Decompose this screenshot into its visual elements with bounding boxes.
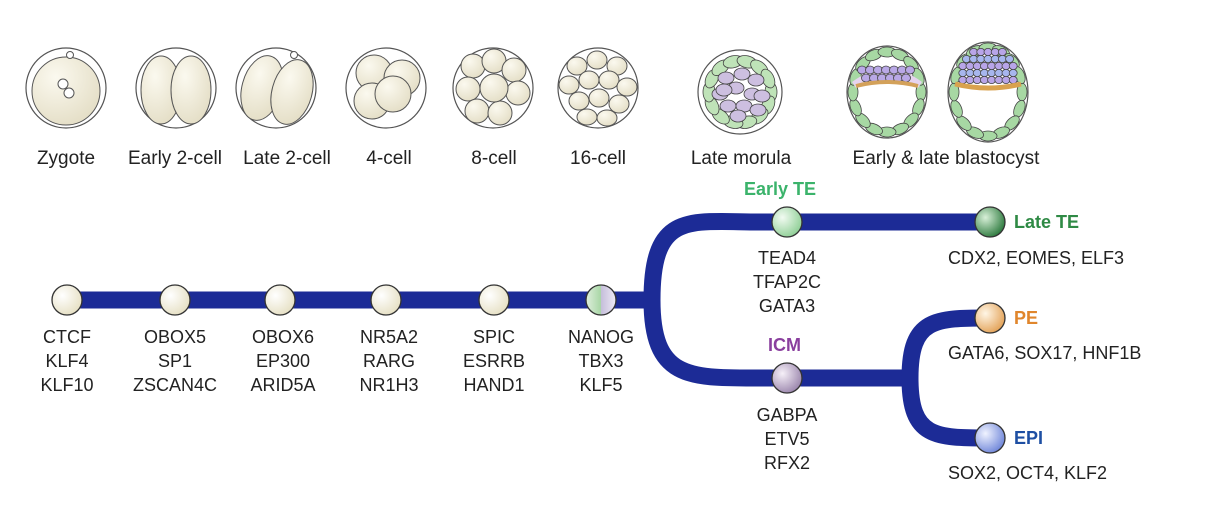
genes-icm: GABPA ETV5 RFX2 [757, 403, 818, 475]
4-cell-illustration [345, 47, 427, 129]
lineage-label-pe: PE [1014, 308, 1039, 328]
node-8-cell [478, 284, 510, 316]
gene-label: ETV5 [764, 429, 810, 449]
stage-label-late-2-cell: Late 2-cell [243, 148, 331, 169]
cell-shape [719, 99, 737, 113]
8-cell-illustration [452, 47, 534, 129]
cell-shape [715, 83, 733, 97]
genes-8-cell: SPIC ESRRB HAND1 [463, 325, 525, 397]
cell-shape [1005, 55, 1014, 64]
cell-shape [905, 65, 915, 75]
gene-label: EP300 [255, 351, 311, 371]
genes-zygote: CTCF KLF4 KLF10 [40, 325, 93, 397]
genes-pe: GATA6, SOX17, HNF1B [948, 343, 1142, 363]
gene-label: SPIC [472, 327, 516, 347]
16-cell-illustration [557, 47, 639, 129]
cell-shape [1008, 76, 1018, 85]
gene-label: KLF5 [579, 375, 623, 395]
early-blastocyst-illustration [846, 45, 928, 139]
genes-16-cell: NANOG TBX3 KLF5 [568, 325, 634, 397]
node-16-cell [585, 284, 617, 316]
cell-shape [901, 73, 911, 83]
lineage-label-early-te: Early TE [744, 179, 817, 199]
gene-label: ZSCAN4C [132, 375, 218, 395]
stage-label-4-cell: 4-cell [366, 148, 412, 169]
genes-early-2-cell: OBOX5 SP1 ZSCAN4C [133, 325, 217, 397]
gene-label: TEAD4 [757, 248, 817, 268]
late-2-cell-illustration [235, 47, 317, 129]
cell-shape [747, 73, 765, 87]
late-morula-illustration [697, 49, 783, 135]
cell-shape [1008, 69, 1018, 78]
lineage-track [55, 212, 1000, 447]
node-zygote [51, 284, 83, 316]
node-early-te [771, 206, 803, 238]
gene-label: KLF4 [45, 351, 89, 371]
stage-label-late-morula: Late morula [690, 148, 792, 169]
node-pe [974, 302, 1006, 334]
trunk-nodes [51, 284, 617, 316]
cell-shape [1008, 62, 1018, 71]
node-icm [771, 362, 803, 394]
gene-label: OBOX5 [143, 327, 207, 347]
gene-label: GATA3 [758, 296, 816, 316]
gene-label: CTCF [42, 327, 91, 347]
gene-label: TBX3 [578, 351, 624, 371]
late-blastocyst-illustration [947, 41, 1029, 143]
node-late-te [974, 206, 1006, 238]
node-early-2-cell [159, 284, 191, 316]
cell-shape [717, 71, 735, 85]
genes-early-te: TEAD4 TFAP2C GATA3 [753, 246, 821, 318]
node-epi [974, 422, 1006, 454]
stage-label-8-cell: 8-cell [471, 148, 517, 169]
genes-late-2-cell: OBOX6 EP300 ARID5A [250, 325, 315, 397]
gene-label: TFAP2C [752, 272, 822, 292]
gene-label: KLF10 [40, 375, 94, 395]
gene-label: NR5A2 [359, 327, 419, 347]
lineage-label-epi: EPI [1014, 428, 1044, 448]
cell-shape [749, 103, 767, 117]
gene-label: SP1 [157, 351, 193, 371]
gene-label: GABPA [756, 405, 818, 425]
gene-label: HAND1 [463, 375, 525, 395]
gene-label: RFX2 [763, 453, 811, 473]
gene-label: OBOX6 [251, 327, 315, 347]
zygote-illustration [25, 47, 107, 129]
genes-late-te: CDX2, EOMES, ELF3 [948, 248, 1125, 268]
gene-label: RARG [362, 351, 415, 371]
genes-4-cell: NR5A2 RARG NR1H3 [359, 325, 418, 397]
stage-label-zygote: Zygote [36, 148, 96, 169]
stage-label-early-2-cell: Early 2-cell [128, 148, 222, 169]
gene-label: NR1H3 [359, 375, 419, 395]
cell-shape [729, 109, 747, 123]
node-late-2-cell [264, 284, 296, 316]
lineage-label-icm: ICM [768, 335, 801, 355]
cell-shape [753, 89, 771, 103]
lineage-label-late-te: Late TE [1014, 212, 1080, 232]
lineage-nodes [771, 206, 1006, 454]
gene-label: NANOG [567, 327, 635, 347]
gene-label: ARID5A [250, 375, 316, 395]
stage-label-blastocyst: Early & late blastocyst [852, 148, 1040, 169]
node-4-cell [370, 284, 402, 316]
cell-shape [733, 67, 751, 81]
early-2-cell-illustration [135, 47, 217, 129]
stage-label-16-cell: 16-cell [570, 148, 626, 169]
gene-label: ESRRB [462, 351, 526, 371]
genes-epi: SOX2, OCT4, KLF2 [948, 463, 1108, 483]
cell-shape [998, 48, 1007, 57]
